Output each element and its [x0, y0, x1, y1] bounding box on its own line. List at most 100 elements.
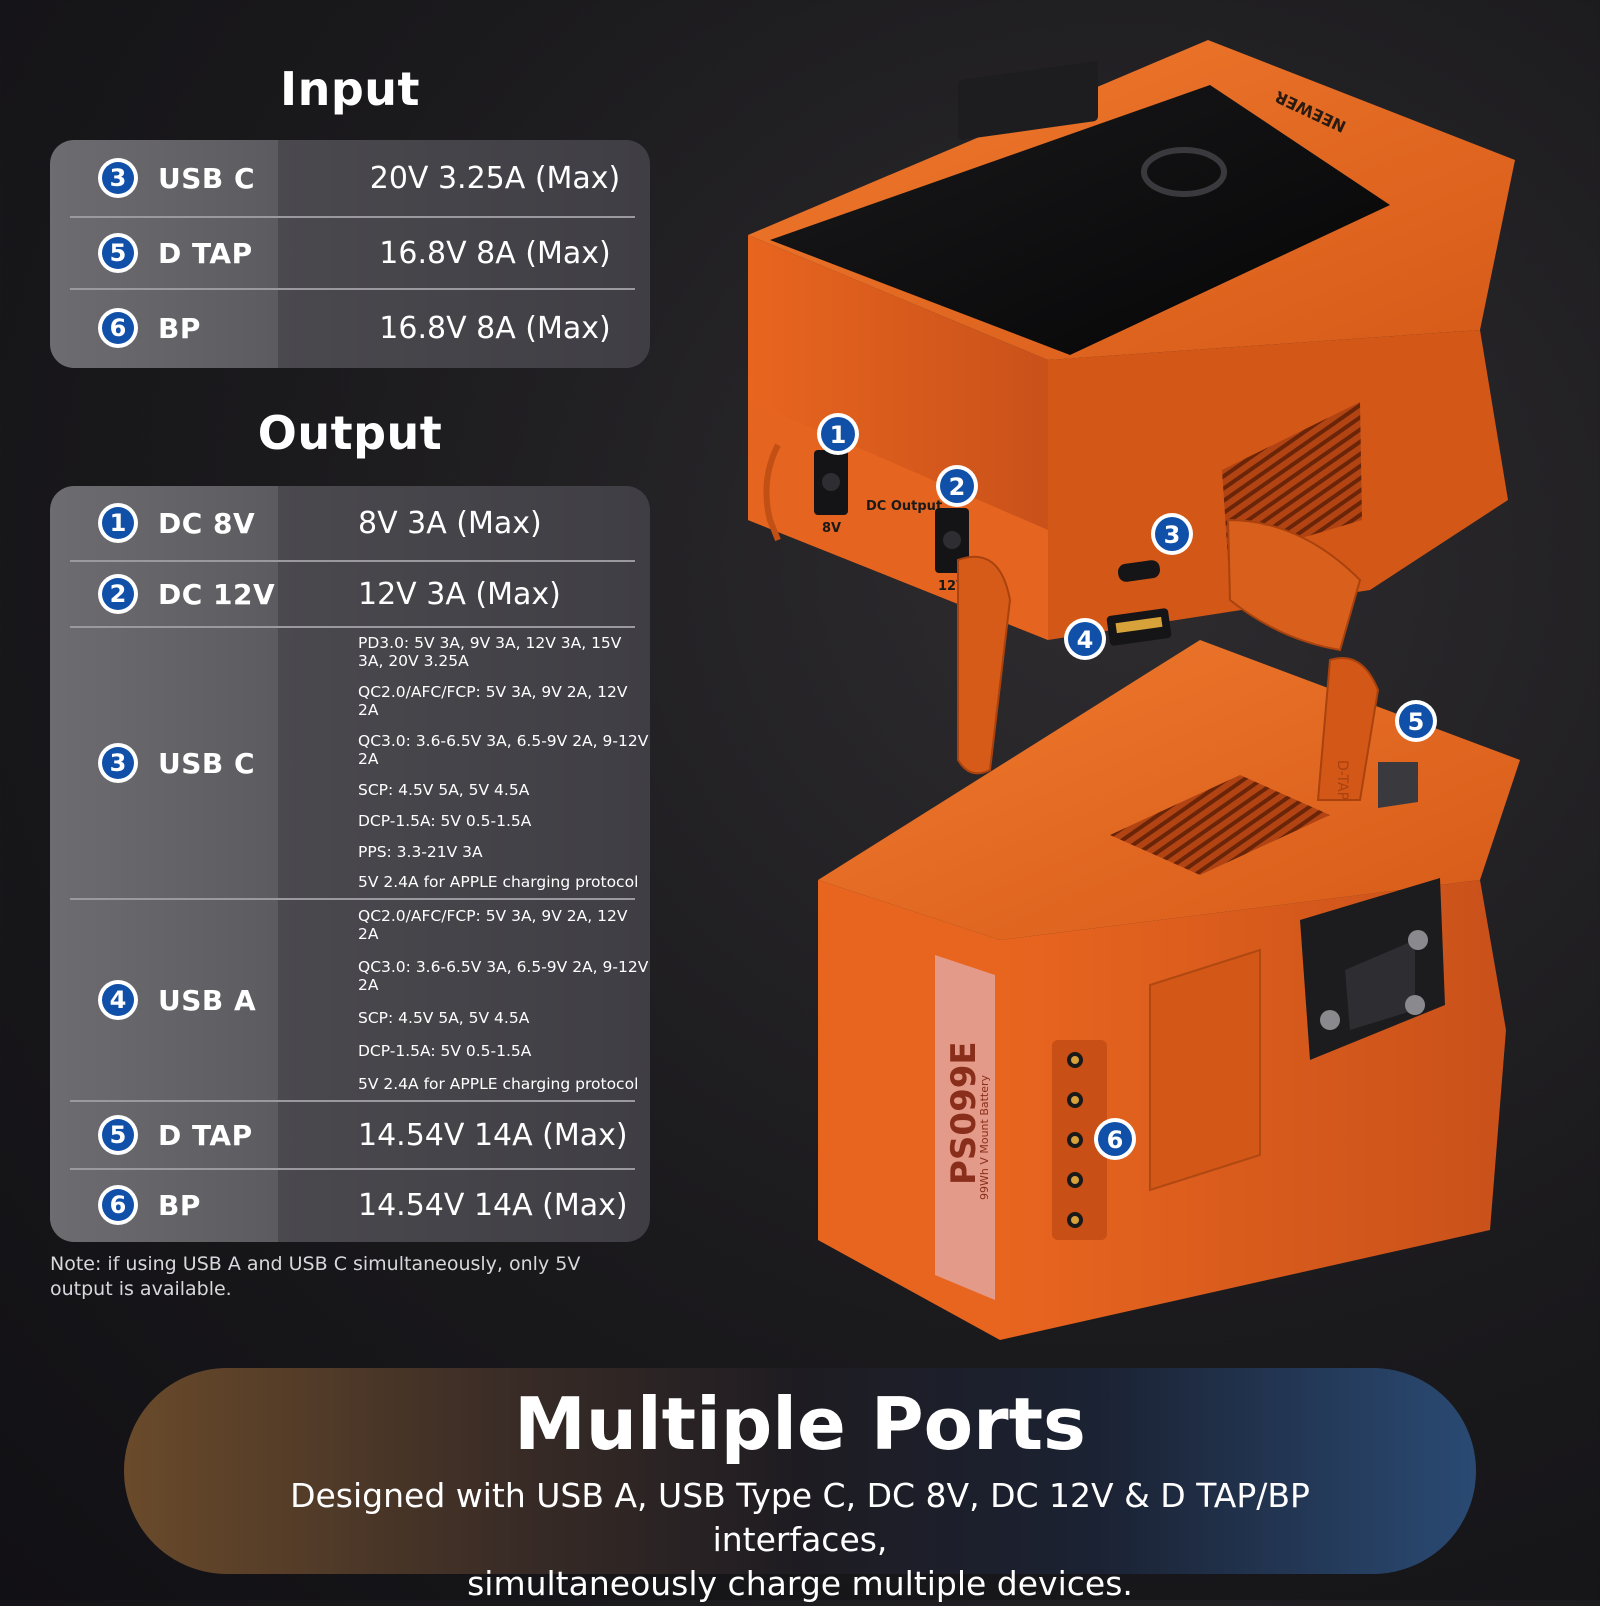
- usb-c-port: [1117, 560, 1161, 582]
- row-divider: [70, 560, 635, 562]
- banner-subtitle-line-2: simultaneously charge multiple devices.: [467, 1564, 1133, 1603]
- protocol-item: SCP: 4.5V 5A, 5V 4.5A: [358, 780, 530, 799]
- model-label-strip: [935, 955, 995, 1300]
- port-name: BP: [158, 1188, 201, 1222]
- port-name: DC 8V: [158, 506, 256, 540]
- port-value: 16.8V 8A (Max): [379, 235, 611, 271]
- model-name: PS099E: [944, 1041, 984, 1185]
- port-label-dc-output: DC Output: [866, 499, 942, 514]
- row-divider: [70, 216, 635, 218]
- usb-port-cover: [1226, 518, 1362, 652]
- port-value: 16.8V 8A (Max): [379, 310, 611, 346]
- row-divider: [70, 288, 635, 290]
- headline-banner: [124, 1368, 1476, 1574]
- port-marker-3: 3: [1151, 513, 1193, 555]
- input-title: Input: [279, 62, 421, 116]
- svg-text:6: 6: [1107, 1126, 1124, 1154]
- svg-text:1: 1: [830, 421, 847, 449]
- bottom-unit: D-TAP PS099E 99Wh V Mount Battery: [818, 640, 1520, 1340]
- port-marker-6: 6: [1094, 1118, 1136, 1160]
- input-row-usb-c: 3 USB C 20V 3.25A (Max): [50, 140, 650, 216]
- 12v-port-cover: [957, 555, 1012, 775]
- row-divider: [70, 1100, 635, 1102]
- row-divider: [70, 1168, 635, 1170]
- protocol-item: DCP-1.5A: 5V 0.5-1.5A: [358, 1041, 532, 1060]
- spec-label-plate: [1149, 948, 1261, 1192]
- port-value: 20V 3.25A (Max): [369, 160, 621, 196]
- top-unit-top-face: [748, 40, 1515, 360]
- port-marker-1: 1: [817, 413, 859, 455]
- protocol-item: SCP: 4.5V 5A, 5V 4.5A: [358, 1008, 530, 1027]
- protocol-item: QC2.0/AFC/FCP: 5V 3A, 9V 2A, 12V 2A: [358, 683, 628, 720]
- port-name: USB C: [158, 161, 256, 195]
- d-tap-cover-label: D-TAP: [1334, 760, 1350, 800]
- dc-8v-port: [814, 450, 848, 515]
- output-row-dc-8v: 1 DC 8V 8V 3A (Max): [50, 486, 650, 560]
- banner-title: Multiple Ports: [514, 1382, 1086, 1466]
- vent-grille: [1222, 402, 1362, 560]
- number-badge: 4: [98, 980, 138, 1020]
- protocol-item: PD3.0: 5V 3A, 9V 3A, 12V 3A, 15V 3A, 20V…: [358, 634, 622, 671]
- usage-note: Note: if using USB A and USB C simultane…: [50, 1253, 581, 1300]
- port-label-12v: 12V: [938, 579, 966, 594]
- protocol-item: 5V 2.4A for APPLE charging protocol: [358, 873, 639, 892]
- number-badge: 6: [98, 1185, 138, 1225]
- port-name: D TAP: [158, 236, 253, 270]
- power-button: [1141, 147, 1227, 197]
- model-subtitle: 99Wh V Mount Battery: [978, 1074, 991, 1200]
- port-value: 14.54V 14A (Max): [358, 1187, 628, 1223]
- display-panel: [770, 85, 1390, 355]
- port-marker-4: 4: [1064, 618, 1106, 660]
- port-name: D TAP: [158, 1118, 253, 1152]
- brand-logo-top: NEEWER: [1272, 87, 1349, 136]
- number-badge: 5: [98, 1115, 138, 1155]
- top-unit: 8V DC Output 12V NEEWER: [748, 40, 1515, 775]
- port-value: 8V 3A (Max): [358, 505, 542, 541]
- v-mount-plate: [1300, 878, 1445, 1060]
- bottom-unit-top-face: [818, 640, 1520, 940]
- lcd-readout: [958, 61, 1098, 140]
- bottom-unit-side-face: [1000, 880, 1506, 1340]
- banner-subtitle-line-1: Designed with USB A, USB Type C, DC 8V, …: [290, 1476, 1310, 1559]
- usb-a-port: [1106, 608, 1172, 646]
- number-badge: 1: [98, 503, 138, 543]
- port-value: 12V 3A (Max): [358, 576, 561, 612]
- output-row-usb-a: 4 USB A QC2.0/AFC/FCP: 5V 3A, 9V 2A, 12V …: [50, 900, 650, 1100]
- port-label-8v: 8V: [822, 521, 841, 536]
- protocol-item: QC3.0: 3.6-6.5V 3A, 6.5-9V 2A, 9-12V 2A: [358, 958, 649, 995]
- svg-text:4: 4: [1077, 626, 1094, 654]
- row-divider: [70, 898, 635, 900]
- protocol-item: 5V 2.4A for APPLE charging protocol: [358, 1074, 639, 1093]
- number-badge: 6: [98, 308, 138, 348]
- protocol-item: PPS: 3.3-21V 3A: [358, 842, 483, 861]
- row-divider: [70, 626, 635, 628]
- dc-12v-port: [935, 508, 969, 573]
- svg-text:5: 5: [1408, 708, 1425, 736]
- port-name: USB C: [158, 746, 256, 780]
- bottom-unit-front-face: [818, 880, 1000, 1340]
- output-row-d-tap: 5 D TAP 14.54V 14A (Max): [50, 1102, 650, 1168]
- port-marker-5: 5: [1395, 700, 1437, 742]
- output-row-bp: 6 BP 14.54V 14A (Max): [50, 1170, 650, 1240]
- output-row-dc-12v: 2 DC 12V 12V 3A (Max): [50, 562, 650, 626]
- svg-text:2: 2: [949, 473, 966, 501]
- protocol-list: PD3.0: 5V 3A, 9V 3A, 12V 3A, 15V 3A, 20V…: [340, 628, 650, 898]
- port-name: USB A: [158, 983, 257, 1017]
- port-name: DC 12V: [158, 577, 276, 611]
- number-badge: 2: [98, 574, 138, 614]
- number-badge: 3: [98, 158, 138, 198]
- d-tap-cover: [1316, 657, 1380, 801]
- top-unit-side-face: [1048, 330, 1508, 640]
- port-strip: [748, 400, 1048, 640]
- port-value: 14.54V 14A (Max): [358, 1117, 628, 1153]
- protocol-item: DCP-1.5A: 5V 0.5-1.5A: [358, 811, 532, 830]
- top-vent-grille: [1110, 775, 1330, 875]
- protocol-item: QC2.0/AFC/FCP: 5V 3A, 9V 2A, 12V 2A: [358, 907, 628, 944]
- port-name: BP: [158, 311, 201, 345]
- protocol-item: QC3.0: 3.6-6.5V 3A, 6.5-9V 2A, 9-12V 2A: [358, 732, 649, 769]
- protocol-list: QC2.0/AFC/FCP: 5V 3A, 9V 2A, 12V 2A QC3.…: [340, 900, 650, 1100]
- input-row-bp: 6 BP 16.8V 8A (Max): [50, 290, 650, 366]
